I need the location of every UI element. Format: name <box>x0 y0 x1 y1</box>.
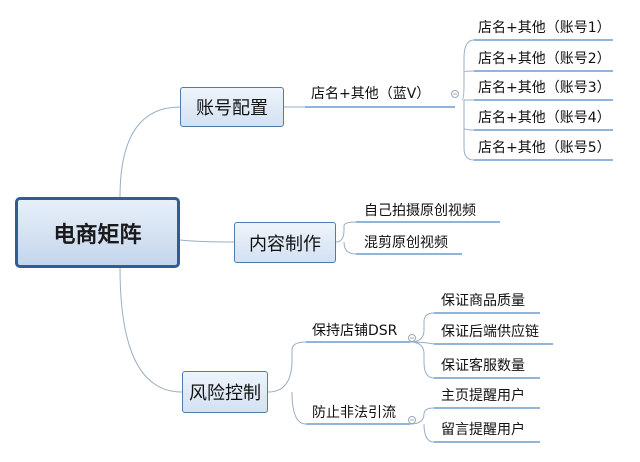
node-customer-service[interactable]: 保证客服数量 <box>441 358 525 374</box>
connector-root-account <box>119 106 181 198</box>
branch-content-production[interactable]: 内容制作 <box>234 222 336 263</box>
connector-root-risk <box>119 267 183 393</box>
node-account-3[interactable]: 店名+其他（账号3） <box>478 80 611 96</box>
node-shoot-original[interactable]: 自己拍摄原创视频 <box>364 203 476 219</box>
connector-dsr-leaves <box>409 312 435 379</box>
node-account-4[interactable]: 店名+其他（账号4） <box>478 110 611 126</box>
connector-bluev-leaves <box>461 39 475 161</box>
node-mix-original[interactable]: 混剪原创视频 <box>364 235 448 251</box>
node-prevent-illegal-traffic[interactable]: 防止非法引流 <box>312 405 396 421</box>
node-supply-chain[interactable]: 保证后端供应链 <box>441 324 539 340</box>
node-homepage-reminder[interactable]: 主页提醒用户 <box>441 388 525 404</box>
root-node[interactable]: 电商矩阵 <box>15 197 180 268</box>
connector-root-content <box>179 239 235 243</box>
node-account-5[interactable]: 店名+其他（账号5） <box>478 140 611 156</box>
connector-content-items <box>335 221 357 255</box>
node-account-2[interactable]: 店名+其他（账号2） <box>478 51 611 67</box>
branch-account-config[interactable]: 账号配置 <box>180 87 284 127</box>
node-comment-reminder[interactable]: 留言提醒用户 <box>441 422 525 438</box>
branch-risk-control[interactable]: 风险控制 <box>182 371 268 413</box>
connector-traffic-leaves <box>409 407 435 443</box>
node-keep-dsr[interactable]: 保持店铺DSR <box>312 323 398 339</box>
node-blue-v[interactable]: 店名+其他（蓝V） <box>311 86 431 102</box>
node-account-1[interactable]: 店名+其他（账号1） <box>478 20 611 36</box>
connector-risk-items <box>267 341 307 425</box>
node-product-quality[interactable]: 保证商品质量 <box>441 293 525 309</box>
